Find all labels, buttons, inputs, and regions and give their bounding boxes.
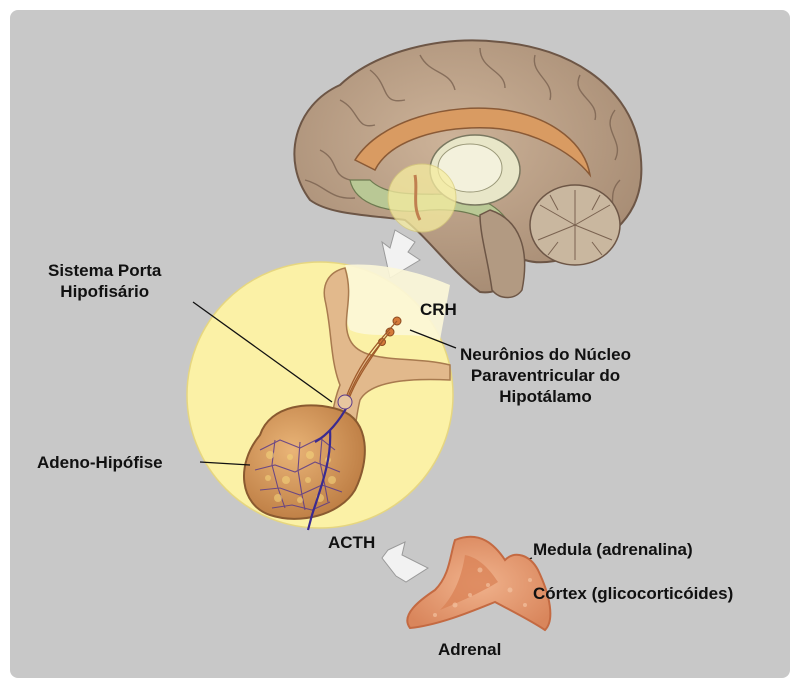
medulla-label: Medula (adrenalina)	[533, 539, 693, 560]
brain-illustration	[294, 40, 641, 297]
pituitary-zoom-circle	[187, 262, 453, 530]
adenohypophysis-label: Adeno-Hipófise	[37, 452, 163, 473]
cerebellum-icon	[530, 185, 620, 265]
neurons-line3: Hipotálamo	[460, 386, 631, 407]
portal-system-line1: Sistema Porta	[48, 260, 161, 281]
neurons-line1: Neurônios do Núcleo	[460, 344, 631, 365]
acth-label: ACTH	[328, 532, 375, 553]
portal-system-line2: Hipofisário	[48, 281, 161, 302]
portal-system-label: Sistema Porta Hipofisário	[48, 260, 161, 302]
down-arrow-icon	[382, 542, 428, 582]
adrenal-gland-illustration	[407, 537, 550, 630]
cortex-label: Córtex (glicocorticóides)	[533, 583, 733, 604]
crh-label: CRH	[420, 299, 457, 320]
hpa-axis-illustration	[10, 10, 790, 678]
diagram-frame: Sistema Porta Hipofisário CRH Neurônios …	[10, 10, 790, 678]
neurons-label: Neurônios do Núcleo Paraventricular do H…	[460, 344, 631, 407]
adrenal-label: Adrenal	[438, 639, 501, 660]
neurons-line2: Paraventricular do	[460, 365, 631, 386]
